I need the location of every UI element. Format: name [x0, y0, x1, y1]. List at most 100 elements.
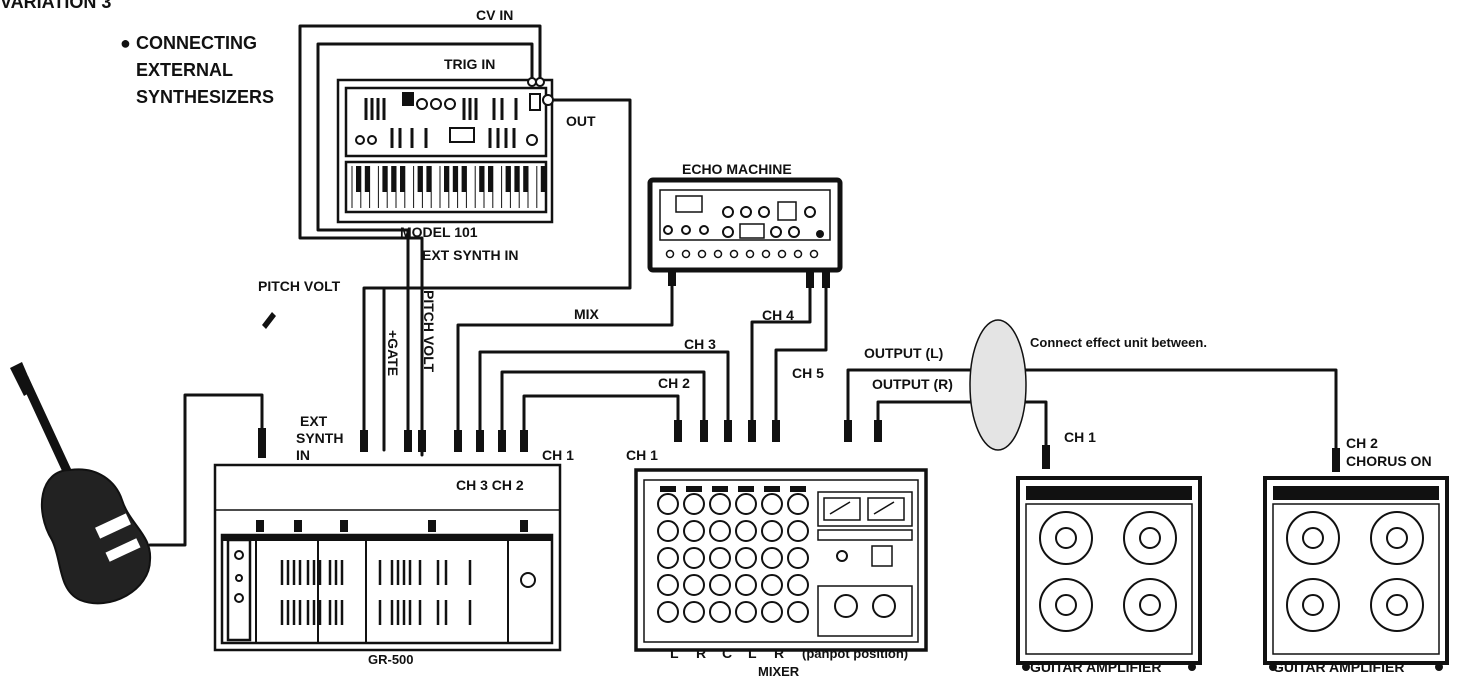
mixer-knob [683, 574, 705, 596]
cable-ch2 [500, 370, 706, 452]
guitar-amp-right [1263, 476, 1449, 671]
mixer-knob [761, 601, 783, 623]
label-mixer: MIXER [758, 664, 800, 677]
label-ext-3: IN [296, 447, 310, 463]
mixer-knob [683, 547, 705, 569]
echo-machine [647, 177, 843, 273]
synth-model-101 [336, 77, 554, 224]
mixer-knob [787, 493, 809, 515]
label-output-l: OUTPUT (L) [864, 345, 943, 361]
label-mixer-ch4: CH 4 [762, 307, 794, 323]
amp-left-body [1016, 476, 1202, 665]
mixer-knob [657, 493, 679, 515]
echo-jack [681, 249, 691, 259]
mixer-knob [709, 574, 731, 596]
mixer-knob [683, 493, 705, 515]
echo-vu-meter [675, 195, 703, 213]
plug-amp2 [1332, 448, 1340, 472]
mixer-knob [787, 601, 809, 623]
cable-guitar [148, 393, 264, 547]
cable-trig-in [316, 42, 534, 450]
plug-ext-synth [360, 430, 368, 452]
plug-gate [404, 430, 412, 452]
echo-jack [809, 249, 819, 259]
mixer-knob [735, 547, 757, 569]
mixer-knob [787, 520, 809, 542]
label-ext-synth-in-top: EXT SYNTH IN [422, 247, 518, 263]
label-mixer-ch5: CH 5 [792, 365, 824, 381]
trig-in-jack [527, 77, 537, 87]
mixer-knob [709, 601, 731, 623]
label-amp1-ch1: CH 1 [1064, 429, 1096, 445]
echo-jack [745, 249, 755, 259]
label-trig-in: TRIG IN [444, 56, 495, 72]
label-mixer-ch1: CH 1 [626, 447, 658, 463]
cables [148, 24, 1338, 547]
plug-out-r [874, 420, 882, 442]
label-amp2-ch2: CH 2 [1346, 435, 1378, 451]
plug-mixer-ch2 [700, 420, 708, 442]
label-output-r: OUTPUT (R) [872, 376, 953, 392]
synth-sliders [355, 92, 541, 148]
mixer-knob [761, 574, 783, 596]
label-mixer-ch2: CH 2 [658, 375, 690, 391]
plug-mixer-ch5 [772, 420, 780, 442]
mixer-knob [735, 574, 757, 596]
plug-gr-ch1 [520, 430, 528, 452]
panpot-l1: L [670, 645, 679, 661]
effect-unit-placeholder [969, 319, 1027, 451]
amp-right-body [1263, 476, 1449, 665]
label-amp-right: GUITAR AMPLIFIER [1273, 659, 1404, 675]
echo-jack [793, 249, 803, 259]
gr500-panel [220, 533, 554, 645]
plug-gr-ch3 [476, 430, 484, 452]
gr-500 [213, 463, 562, 652]
mixer-knob [761, 520, 783, 542]
plug-mixer-ch3 [724, 420, 732, 442]
plug-mixer-ch1 [674, 420, 682, 442]
plug-echo-mix [668, 268, 676, 286]
cable-ch1 [522, 394, 680, 452]
label-ext-2: SYNTH [296, 430, 343, 446]
cable-cv-in [298, 24, 542, 457]
label-effect-note: Connect effect unit between. [1030, 335, 1207, 350]
echo-jack [729, 249, 739, 259]
plug-guitar-input [258, 428, 266, 458]
label-pitch-volt: PITCH VOLT [258, 278, 341, 294]
plug-mix [454, 430, 462, 452]
mixer-knob [735, 601, 757, 623]
panpot-l2: L [748, 645, 757, 661]
mixer-knob [683, 601, 705, 623]
title-line-1: CONNECTING [136, 33, 257, 53]
echo-jack-row [665, 249, 819, 259]
mixer-knob [657, 601, 679, 623]
pointer-mark-icon [262, 312, 276, 329]
echo-jack [713, 249, 723, 259]
mixer [634, 468, 928, 652]
mixer-knob [787, 574, 809, 596]
cable-ch5 [774, 273, 828, 427]
mixer-knob [709, 547, 731, 569]
plug-amp1 [1042, 445, 1050, 469]
plug-pitch [418, 430, 426, 452]
electric-guitar-icon [10, 362, 152, 605]
cv-in-jack [535, 77, 545, 87]
guitar-amp-left [1016, 476, 1202, 671]
label-amp2-chorus: CHORUS ON [1346, 453, 1432, 469]
label-gr500: GR-500 [368, 652, 414, 667]
label-amp-left: GUITAR AMPLIFIER [1030, 659, 1161, 675]
cable-ch4 [750, 273, 812, 427]
mixer-knob [657, 547, 679, 569]
label-gr-ch3-ch2: CH 3 CH 2 [456, 477, 524, 493]
label-gate: +GATE [385, 330, 401, 376]
plug-echo-ch4 [806, 270, 814, 288]
label-model-101: MODEL 101 [400, 224, 478, 240]
echo-jack [697, 249, 707, 259]
bullet-icon: ● [120, 33, 131, 53]
gr500-sliders [255, 541, 509, 643]
panpot-c: C [722, 645, 732, 661]
mixer-knob [735, 493, 757, 515]
echo-jack [665, 249, 675, 259]
echo-jack [761, 249, 771, 259]
